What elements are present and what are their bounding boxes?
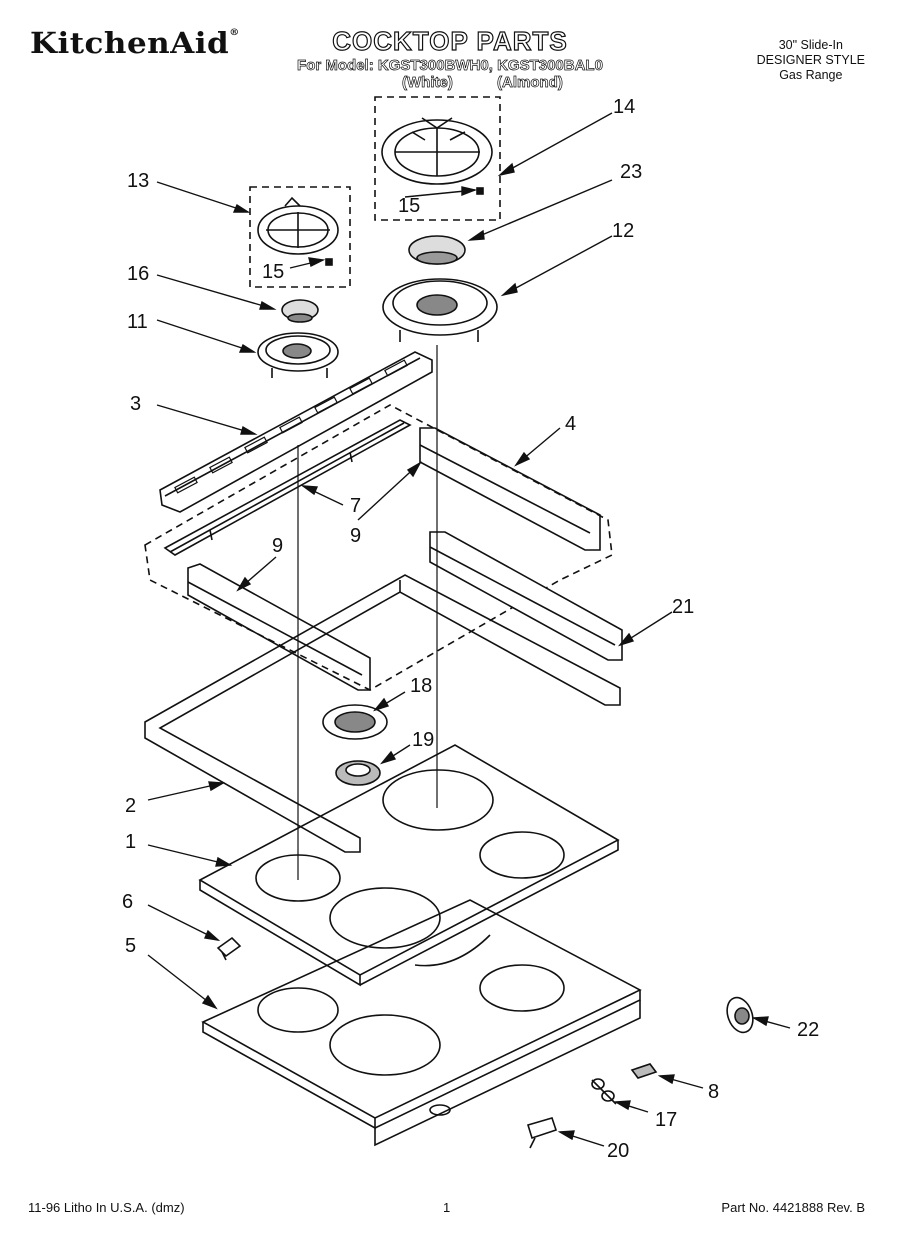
burner-box-part <box>201 899 642 1147</box>
callout-4: 4 <box>565 413 576 435</box>
variant-white: (White) <box>402 74 454 92</box>
range-style-block: 30" Slide-In DESIGNER STYLE Gas Range <box>757 38 865 83</box>
group-box-14 <box>374 96 501 221</box>
style-line-1: 30" Slide-In <box>778 38 843 52</box>
callout-20: 20 <box>607 1140 629 1162</box>
callout-22: 22 <box>797 1019 819 1041</box>
cooktop-frame-part <box>144 574 621 853</box>
callout-23: 23 <box>620 161 642 183</box>
style-line-3: Gas Range <box>779 68 843 82</box>
style-line-2: DESIGNER STYLE <box>756 53 865 67</box>
callout-16: 16 <box>127 263 149 285</box>
support-rail-part <box>163 419 412 556</box>
callout-5: 5 <box>125 935 136 957</box>
callout-1: 1 <box>125 831 136 853</box>
footer-litho: 11-96 Litho In U.S.A. (dmz) <box>28 1200 185 1215</box>
callout-12: 12 <box>612 220 634 242</box>
footer-part-number: Part No. 4421888 Rev. B <box>721 1200 865 1215</box>
callout-17: 17 <box>655 1109 677 1131</box>
igniter-part-20 <box>526 1117 558 1149</box>
color-variants: (White) (Almond) <box>380 74 580 92</box>
callout-14: 14 <box>613 96 635 118</box>
callout-3: 3 <box>130 393 141 415</box>
callout-9-left: 9 <box>272 535 283 557</box>
callout-21: 21 <box>672 596 694 618</box>
vent-trim-part <box>159 351 433 513</box>
group-box-13 <box>249 186 351 288</box>
group-box-rails <box>144 404 613 691</box>
model-line: For Model: KGST300BWH0, KGST300BAL0 <box>297 57 604 74</box>
burner-orifice-part <box>335 760 381 786</box>
grate-small-part <box>257 196 339 266</box>
callout-11: 11 <box>127 311 148 333</box>
callout-8: 8 <box>708 1081 719 1103</box>
clip-part-8 <box>630 1063 658 1079</box>
variant-almond: (Almond) <box>497 74 564 92</box>
burner-seal-part <box>322 704 388 740</box>
insulation-strip-part <box>429 531 623 661</box>
glass-top-part <box>198 744 620 987</box>
callout-7: 7 <box>350 495 361 517</box>
callout-19: 19 <box>412 729 434 751</box>
callout-13: 13 <box>127 170 149 192</box>
callout-6: 6 <box>122 891 133 913</box>
burner-cap-large-part <box>408 235 466 265</box>
leader-lines <box>147 112 791 1147</box>
callout-15-small: 15 <box>262 261 284 283</box>
side-channel-right-part <box>419 427 601 551</box>
callout-15-large: 15 <box>398 195 420 217</box>
electrode-part-17 <box>591 1078 617 1105</box>
spark-switch-part-22 <box>726 996 754 1034</box>
footer-page-number: 1 <box>443 1200 451 1215</box>
bracket-part-6 <box>216 936 242 961</box>
callout-9-right: 9 <box>350 525 361 547</box>
brand-logo: KitchenAid® <box>30 27 240 61</box>
callout-18: 18 <box>410 675 432 697</box>
burner-base-small-part <box>257 332 339 378</box>
side-channel-left-part <box>187 563 371 691</box>
grate-large-part <box>381 117 493 195</box>
callout-2: 2 <box>125 795 136 817</box>
burner-base-large-part <box>382 278 498 342</box>
page-title: COCKTOP PARTS <box>332 25 568 56</box>
